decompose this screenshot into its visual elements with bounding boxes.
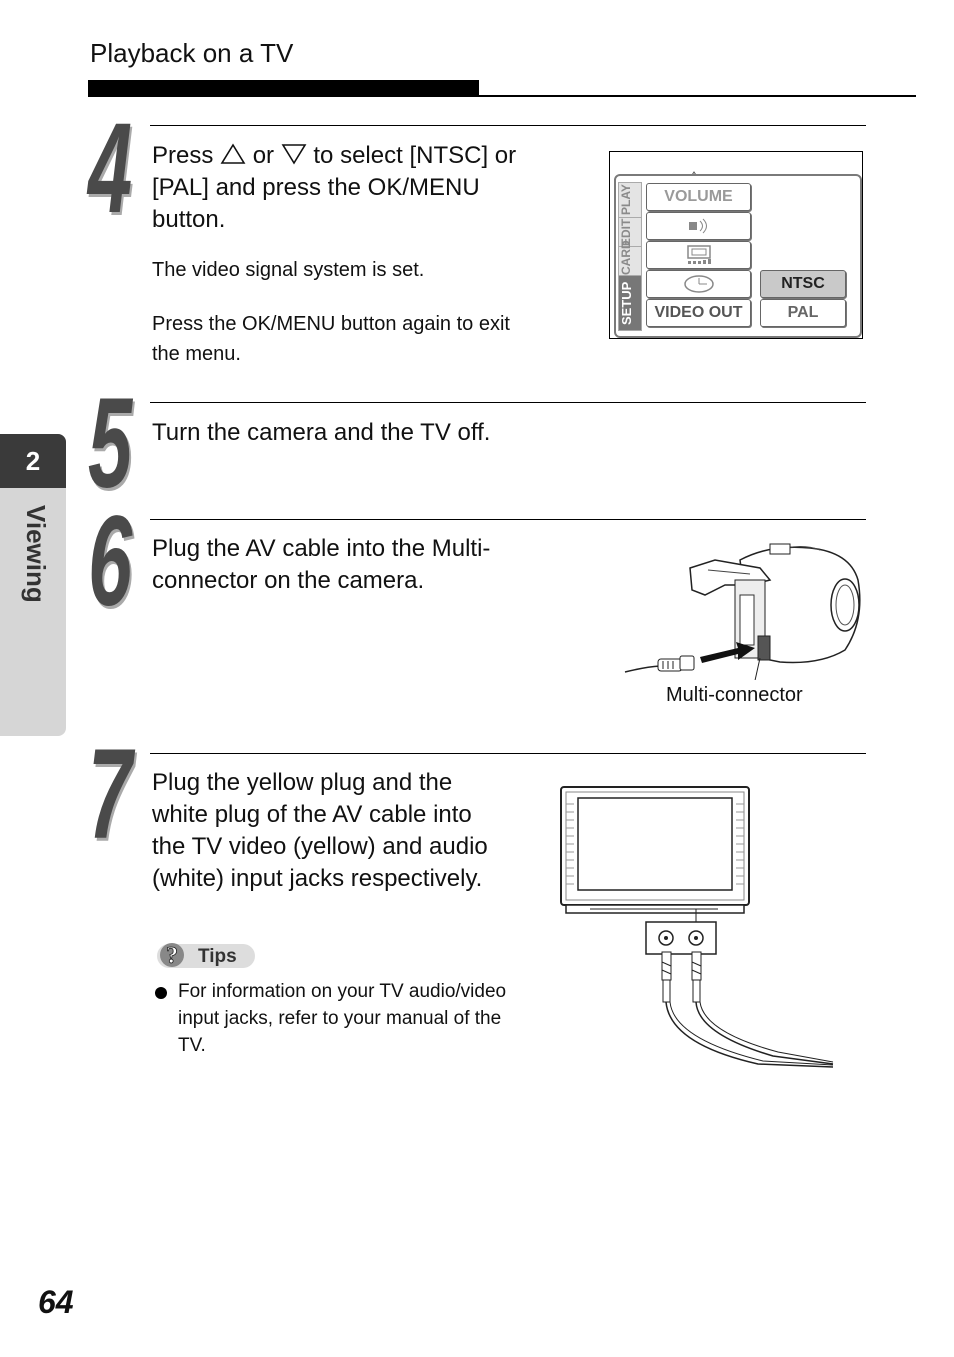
svg-text:?: ? bbox=[166, 943, 178, 969]
chapter-number: 2 bbox=[0, 434, 66, 488]
text-line2: [PAL] and press the OK/MENU bbox=[152, 174, 480, 201]
chapter-label: Viewing bbox=[21, 505, 51, 603]
menu-item-clock bbox=[646, 270, 751, 298]
step-4-instruction: Press or to select [NTSC] or [PAL] and p… bbox=[152, 140, 602, 236]
step-divider bbox=[150, 125, 866, 126]
step-number-7: 7 bbox=[88, 723, 132, 866]
menu-item-sound bbox=[646, 212, 751, 240]
bullet-icon bbox=[155, 987, 167, 999]
tips-line2: input jacks, refer to your manual of the bbox=[178, 1008, 502, 1029]
menu-tab-card: CARD bbox=[618, 240, 642, 276]
step-5-instruction: Turn the camera and the TV off. bbox=[152, 419, 491, 446]
screen-icon bbox=[686, 245, 711, 264]
page-number: 64 bbox=[38, 1284, 74, 1320]
step7-line3: the TV video (yellow) and audio bbox=[152, 833, 488, 860]
text-line3: button. bbox=[152, 206, 226, 233]
note2-line1: Press the OK/MENU button again to exit bbox=[152, 313, 510, 335]
menu-item-display bbox=[646, 241, 751, 269]
menu-tab-play: PLAY bbox=[618, 182, 642, 218]
step6-line2: connector on the camera. bbox=[152, 567, 425, 594]
title-rule bbox=[479, 95, 916, 97]
menu-screen-illustration: PLAY EDIT CARD SETUP VOLUME VIDEO OUT NT… bbox=[609, 151, 863, 339]
step-number-4: 4 bbox=[88, 97, 132, 240]
menu-option-pal: PAL bbox=[760, 299, 846, 327]
step-divider bbox=[150, 753, 866, 754]
step7-line1: Plug the yellow plug and the bbox=[152, 769, 453, 796]
question-mark-icon: ? bbox=[160, 943, 184, 969]
menu-frame: PLAY EDIT CARD SETUP VOLUME VIDEO OUT NT… bbox=[614, 174, 862, 338]
text-or: or bbox=[252, 142, 275, 169]
step-number-5: 5 bbox=[88, 372, 132, 515]
tips-line3: TV. bbox=[178, 1035, 206, 1056]
tips-line1: For information on your TV audio/video bbox=[178, 981, 507, 1002]
step-divider bbox=[150, 519, 866, 520]
up-triangle-icon bbox=[220, 143, 246, 164]
menu-tab-setup: SETUP bbox=[618, 275, 642, 331]
down-triangle-icon bbox=[281, 144, 307, 165]
step6-line1: Plug the AV cable into the Multi- bbox=[152, 535, 491, 562]
step-7-instruction: Plug the yellow plug and the white plug … bbox=[152, 767, 542, 895]
camera-connector-illustration bbox=[624, 543, 861, 680]
tips-label: Tips bbox=[198, 946, 237, 967]
menu-option-ntsc: NTSC bbox=[760, 270, 846, 298]
speaker-icon bbox=[688, 218, 707, 234]
step-divider bbox=[150, 402, 866, 403]
step-4-note-1: The video signal system is set. bbox=[152, 259, 425, 281]
step-4-note-2: Press the OK/MENU button again to exit t… bbox=[152, 309, 592, 369]
step-6-instruction: Plug the AV cable into the Multi- connec… bbox=[152, 533, 572, 597]
text-press: Press bbox=[152, 142, 214, 169]
step-number-6: 6 bbox=[88, 490, 132, 633]
step7-line2: white plug of the AV cable into bbox=[152, 801, 472, 828]
tips-text: For information on your TV audio/video i… bbox=[178, 978, 538, 1059]
note2-line2: the menu. bbox=[152, 343, 241, 365]
clock-icon bbox=[683, 275, 714, 293]
menu-item-video-out: VIDEO OUT bbox=[646, 299, 751, 327]
section-title: Playback on a TV bbox=[90, 38, 294, 68]
multi-connector-caption: Multi-connector bbox=[666, 684, 803, 706]
title-bar bbox=[88, 80, 479, 97]
text-select: to select [NTSC] or bbox=[313, 142, 517, 169]
tv-connection-illustration bbox=[560, 786, 834, 1068]
step7-line4: (white) input jacks respectively. bbox=[152, 865, 483, 892]
menu-item-volume: VOLUME bbox=[646, 183, 751, 211]
